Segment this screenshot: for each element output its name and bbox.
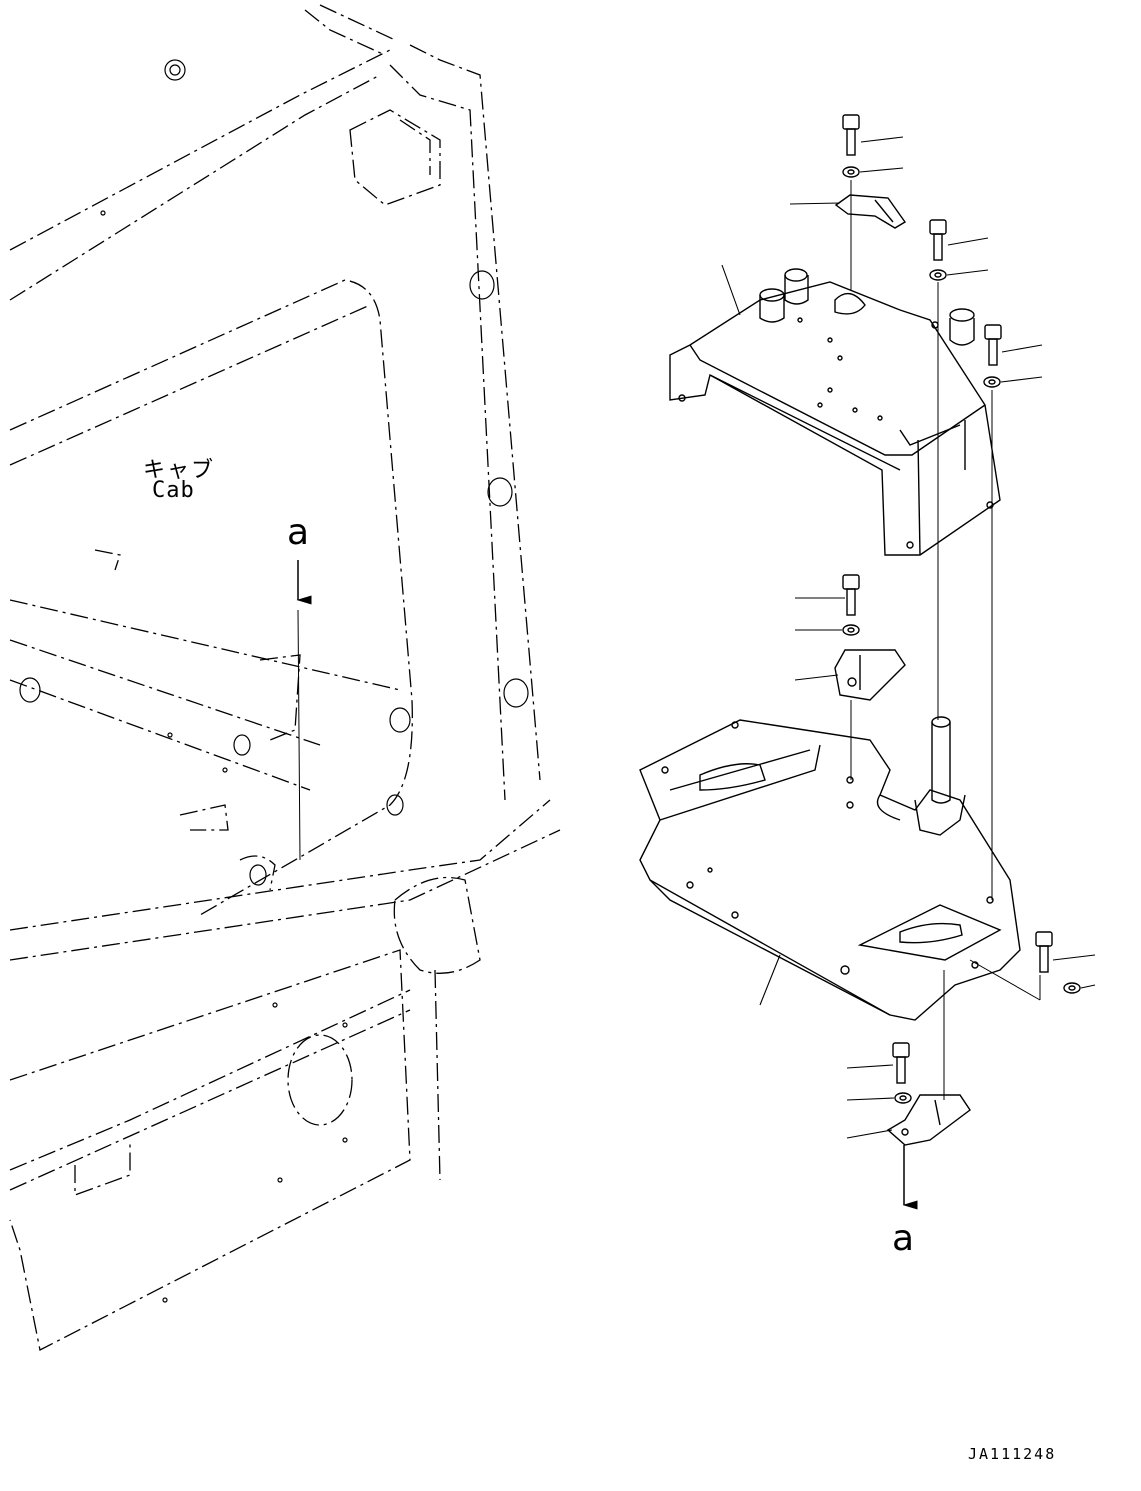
bolt-top-3 xyxy=(984,324,1002,366)
parts-assembly xyxy=(639,114,1081,1146)
washer-top-3 xyxy=(983,376,1001,388)
bolt-right xyxy=(1035,931,1053,973)
reference-label-bottom: a xyxy=(892,1218,915,1259)
reference-line-top xyxy=(297,609,301,861)
bolt-bottom xyxy=(892,1042,910,1084)
drawing-number: JA111248 xyxy=(968,1445,1057,1463)
leader-lines xyxy=(721,136,1096,1139)
bracket-top-small xyxy=(834,194,907,229)
bolt-top-2 xyxy=(929,219,947,261)
alignment-lines xyxy=(850,180,1041,1100)
washer-right xyxy=(1063,982,1081,994)
cab-fasteners xyxy=(19,59,529,1303)
cab-outline xyxy=(9,4,561,1351)
bracket-bottom xyxy=(886,1094,971,1146)
bolt-middle xyxy=(842,574,860,616)
bolt-top-1 xyxy=(842,114,860,156)
washer-top-1 xyxy=(842,166,860,178)
reference-label-top: a xyxy=(287,512,310,553)
bracket-middle xyxy=(834,649,906,701)
washer-top-2 xyxy=(929,269,947,281)
cab-label-english: Cab xyxy=(152,478,195,503)
cab-label-japanese: キャブ xyxy=(143,458,216,483)
lower-plate xyxy=(639,719,1021,1021)
washer-middle xyxy=(842,624,860,636)
washer-bottom xyxy=(894,1092,912,1104)
